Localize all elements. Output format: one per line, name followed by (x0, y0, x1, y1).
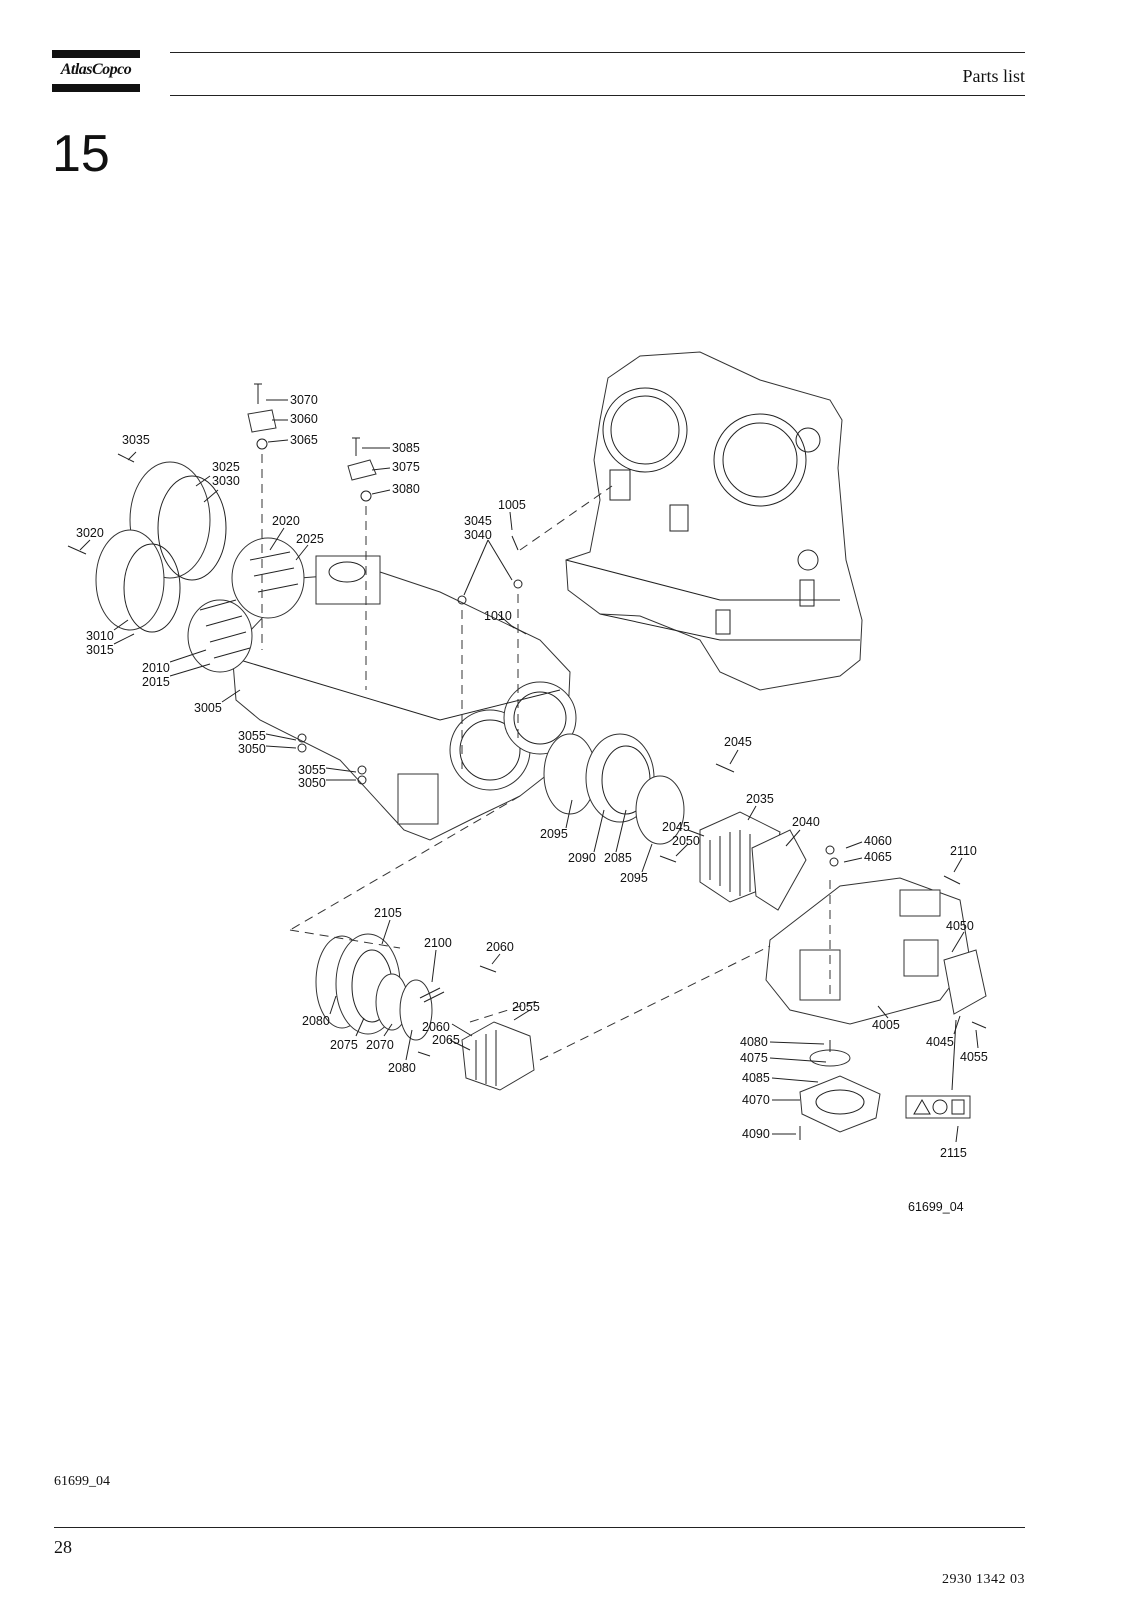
brand-logo: AtlasCopco (52, 50, 140, 93)
part-label: 4005 (872, 1018, 900, 1032)
part-label: 4045 (926, 1035, 954, 1049)
part-label: 2105 (374, 906, 402, 920)
bearing-covers-left (95, 461, 305, 673)
fasteners (67, 383, 987, 1140)
logo-bar-top (52, 50, 140, 58)
gear-casing (565, 351, 863, 691)
part-label: 3005 (194, 701, 222, 715)
section-number: 15 (52, 125, 110, 183)
part-label: 2035 (746, 792, 774, 806)
part-label: 3025 (212, 460, 240, 474)
part-label: 3030 (212, 474, 240, 488)
header-rule-top (170, 52, 1025, 53)
part-label: 3020 (76, 526, 104, 540)
page-number: 28 (54, 1537, 72, 1557)
part-label: 4085 (742, 1071, 770, 1085)
part-label: 4080 (740, 1035, 768, 1049)
part-label: 3075 (392, 460, 420, 474)
part-label: 1010 (484, 609, 512, 623)
figure-reference: 61699_04 (908, 1200, 964, 1214)
part-label: 2020 (272, 514, 300, 528)
logo-bar-bottom (52, 84, 140, 92)
document-number: 2930 1342 03 (942, 1572, 1025, 1587)
part-label: 3040 (464, 528, 492, 542)
part-label: 1005 (498, 498, 526, 512)
part-label: 2100 (424, 936, 452, 950)
part-label: 2010 (142, 661, 170, 675)
part-label: 2025 (296, 532, 324, 546)
part-label: 2110 (950, 844, 977, 858)
part-label: 2050 (672, 834, 700, 848)
part-label: 2060 (422, 1020, 450, 1034)
part-label: 2075 (330, 1038, 358, 1052)
warning-pictogram (905, 1095, 971, 1119)
outlet-housing (765, 877, 987, 1025)
footer-rule (54, 1527, 1025, 1528)
part-label: 2045 (662, 820, 690, 834)
part-label: 3055 (238, 729, 266, 743)
part-label: 4050 (946, 919, 974, 933)
part-label: 2070 (366, 1038, 394, 1052)
part-label: 4060 (864, 834, 892, 848)
part-label: 3080 (392, 482, 420, 496)
part-label: 4055 (960, 1050, 988, 1064)
part-label: 2060 (486, 940, 514, 954)
part-label: 2080 (302, 1014, 330, 1028)
footer-figure-reference: 61699_04 (54, 1474, 110, 1489)
part-labels: 3070 3060 3065 3085 3075 3080 3035 3025 … (76, 393, 988, 1214)
lower-cover-assembly (315, 933, 535, 1091)
part-label: 3010 (86, 629, 114, 643)
bearing-covers-right (543, 733, 685, 845)
part-label: 2040 (792, 815, 820, 829)
part-label: 3035 (122, 433, 150, 447)
filter-block (699, 811, 807, 911)
part-label: 2045 (724, 735, 752, 749)
part-label: 3015 (86, 643, 114, 657)
part-label: 3060 (290, 412, 318, 426)
part-label: 3045 (464, 514, 492, 528)
part-label: 3055 (298, 763, 326, 777)
part-label: 2085 (604, 851, 632, 865)
logo-text: AtlasCopco (60, 61, 132, 78)
part-label: 2055 (512, 1000, 540, 1014)
part-label: 4065 (864, 850, 892, 864)
part-label: 2080 (388, 1061, 416, 1075)
part-label: 3065 (290, 433, 318, 447)
part-label: 3085 (392, 441, 420, 455)
part-label: 3050 (298, 776, 326, 790)
part-label: 3050 (238, 742, 266, 756)
header-rule-bottom (170, 95, 1025, 96)
page-title: Parts list (962, 66, 1025, 86)
part-label: 2095 (540, 827, 568, 841)
part-label: 4070 (742, 1093, 770, 1107)
part-label: 4075 (740, 1051, 768, 1065)
assembly-lines (261, 454, 831, 1061)
part-label: 2090 (568, 851, 596, 865)
part-label: 4090 (742, 1127, 770, 1141)
check-valve (799, 1049, 881, 1133)
leader-lines (79, 399, 979, 1143)
part-label: 3070 (290, 393, 318, 407)
part-label: 2015 (142, 675, 170, 689)
part-label: 2095 (620, 871, 648, 885)
part-label: 2115 (940, 1146, 967, 1160)
part-label: 2065 (432, 1033, 460, 1047)
